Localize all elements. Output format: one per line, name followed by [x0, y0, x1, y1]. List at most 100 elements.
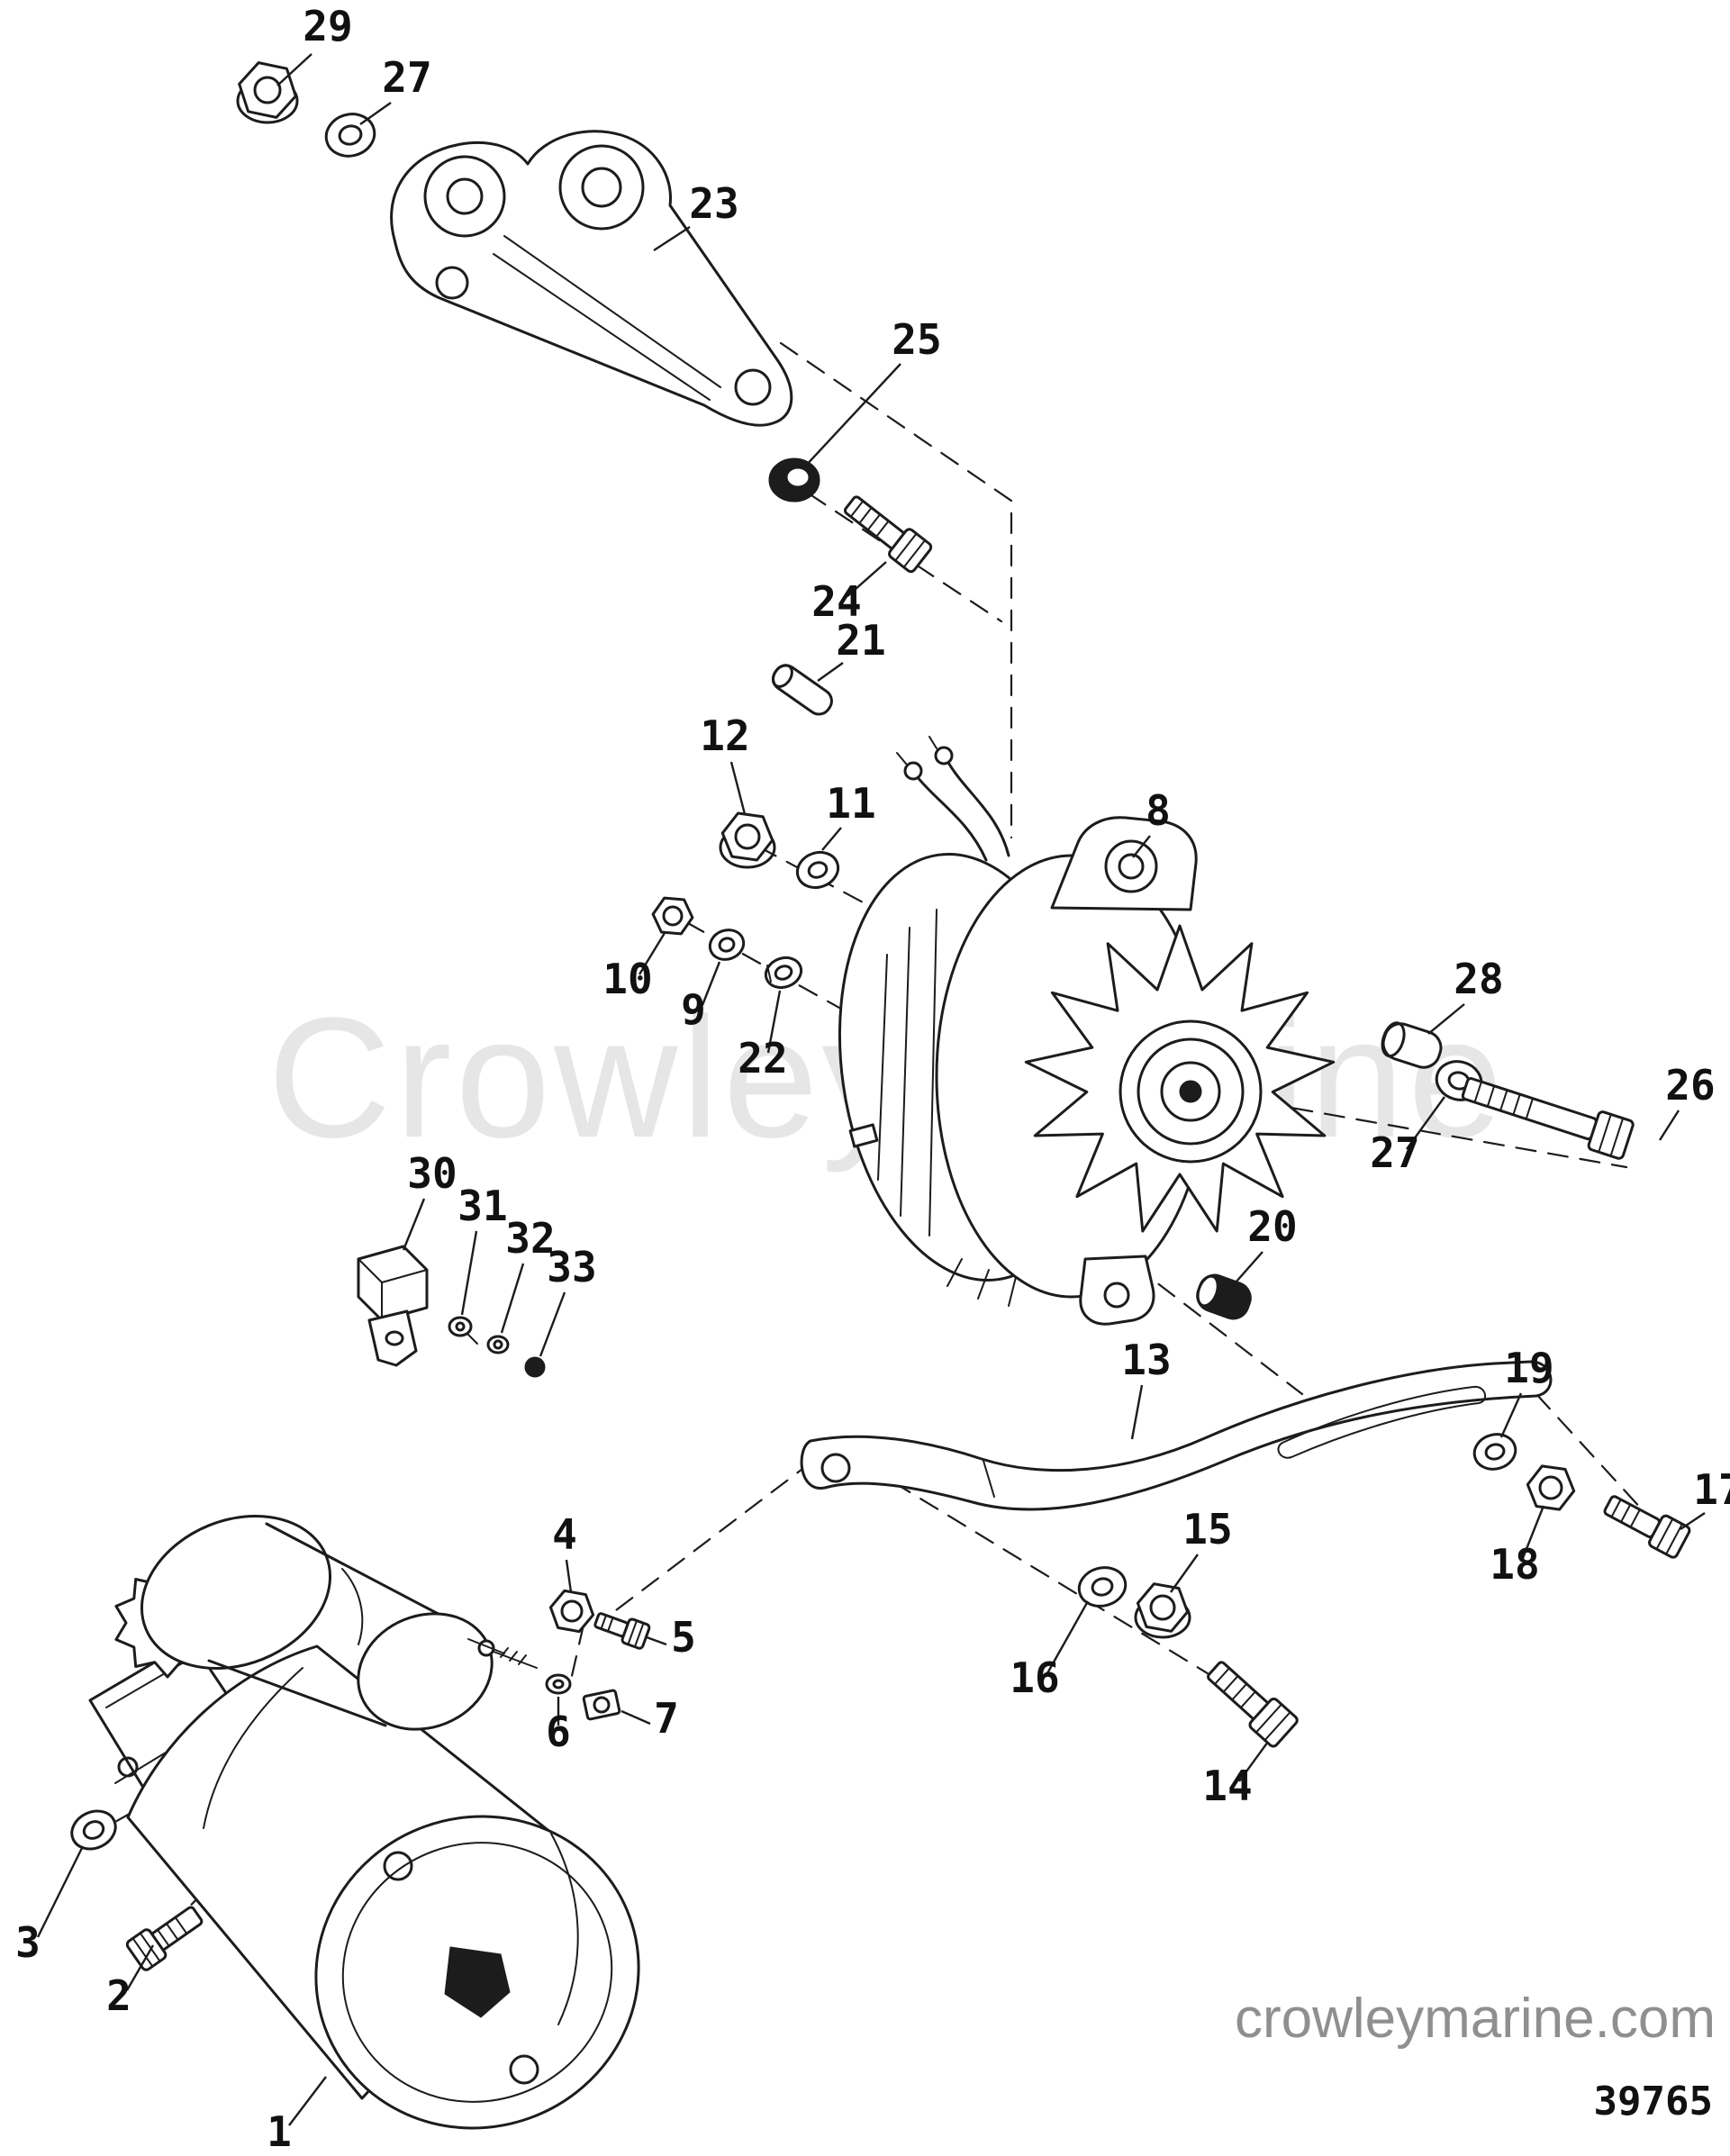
callout-27b[interactable]: 27	[1370, 1128, 1419, 1177]
adjusting-brace-13[interactable]	[800, 1360, 1553, 1511]
washer-19[interactable]	[1471, 1430, 1519, 1474]
mounting-bracket-23[interactable]	[390, 130, 793, 427]
callout-leader-26	[1658, 1110, 1680, 1141]
callout-leader-27b	[1406, 1096, 1445, 1150]
nut-12[interactable]	[719, 811, 776, 869]
screw-32[interactable]	[486, 1335, 510, 1354]
nut-15[interactable]	[1134, 1582, 1191, 1639]
callout-leader-31	[460, 1230, 478, 1316]
callout-leader-19	[1499, 1392, 1523, 1438]
callout-leader-22	[766, 990, 782, 1054]
starter-motor-1[interactable]	[88, 1489, 683, 2156]
callout-7[interactable]: 7	[654, 1694, 679, 1743]
callout-leader-25	[802, 363, 901, 469]
washer-6[interactable]	[545, 1673, 572, 1695]
callout-15[interactable]: 15	[1182, 1505, 1232, 1554]
callout-leader-13	[1130, 1384, 1144, 1440]
callout-leader-4	[565, 1559, 573, 1593]
callout-leader-5	[646, 1635, 667, 1646]
callout-10[interactable]: 10	[602, 955, 652, 1003]
bolt-17[interactable]	[1600, 1489, 1691, 1559]
callout-32[interactable]: 32	[505, 1214, 555, 1263]
bolt-26[interactable]	[1459, 1069, 1635, 1160]
nut-7[interactable]	[582, 1689, 621, 1721]
washer-9[interactable]	[706, 925, 748, 964]
spacer-28[interactable]	[1378, 1019, 1445, 1072]
washer-22[interactable]	[762, 953, 806, 992]
callout-12[interactable]: 12	[700, 711, 749, 760]
flange-nut-29[interactable]	[236, 61, 299, 124]
callout-16[interactable]: 16	[1010, 1653, 1059, 1702]
callout-2[interactable]: 2	[106, 1971, 131, 2020]
callout-leader-3	[36, 1845, 85, 1938]
bolt-14[interactable]	[1201, 1655, 1299, 1748]
callout-layer: 2927232524211211810922282726201319171815…	[15, 2, 1730, 2156]
callout-leader-7	[620, 1709, 651, 1726]
callout-11[interactable]: 11	[826, 779, 875, 828]
callout-20[interactable]: 20	[1247, 1202, 1297, 1251]
callout-28[interactable]: 28	[1454, 955, 1503, 1003]
callout-leader-1	[288, 2076, 327, 2126]
callout-18[interactable]: 18	[1490, 1540, 1539, 1589]
pin-21[interactable]	[768, 661, 836, 719]
washer-27-upper[interactable]	[322, 109, 379, 161]
screw-33[interactable]	[524, 1356, 546, 1378]
callout-27a[interactable]: 27	[382, 53, 431, 102]
callout-leader-21	[817, 662, 844, 682]
callout-3[interactable]: 3	[15, 1918, 41, 1967]
bolt-2[interactable]	[125, 1900, 207, 1971]
callout-8[interactable]: 8	[1146, 786, 1171, 835]
callout-leader-9	[701, 961, 721, 1006]
callout-19[interactable]: 19	[1504, 1344, 1553, 1392]
callout-33[interactable]: 33	[547, 1243, 596, 1291]
callout-6[interactable]: 6	[546, 1708, 571, 1756]
callout-17[interactable]: 17	[1693, 1465, 1730, 1514]
callout-leader-11	[821, 827, 842, 851]
callout-leader-10	[638, 932, 666, 975]
screw-31[interactable]	[448, 1316, 478, 1345]
bolt-5[interactable]	[593, 1608, 651, 1650]
spacer-20[interactable]	[1193, 1271, 1254, 1322]
washer-25[interactable]	[768, 457, 820, 503]
callout-29[interactable]: 29	[303, 2, 352, 50]
callout-24[interactable]: 24	[811, 577, 861, 626]
callout-leader-16	[1046, 1600, 1090, 1674]
callout-leader-14	[1238, 1741, 1269, 1782]
washer-11[interactable]	[793, 847, 843, 892]
callout-leader-24	[847, 561, 887, 597]
nut-10[interactable]	[651, 896, 694, 936]
washer-3[interactable]	[66, 1804, 122, 1855]
alternator-bottom-ear	[1079, 1255, 1155, 1326]
callout-26[interactable]: 26	[1665, 1061, 1715, 1110]
callout-leader-23	[653, 225, 691, 252]
drawing-number: 39765	[1594, 2079, 1713, 2124]
callout-13[interactable]: 13	[1121, 1336, 1171, 1384]
callout-30[interactable]: 30	[407, 1149, 457, 1198]
shift-bracket-30[interactable]	[357, 1245, 429, 1367]
callout-leader-27a	[359, 102, 392, 125]
callout-5[interactable]: 5	[671, 1613, 696, 1662]
callout-14[interactable]: 14	[1202, 1762, 1252, 1810]
washer-16[interactable]	[1074, 1563, 1129, 1611]
callout-21[interactable]: 21	[836, 616, 885, 665]
callout-1[interactable]: 1	[267, 2107, 292, 2156]
callout-22[interactable]: 22	[738, 1034, 787, 1083]
callout-25[interactable]: 25	[892, 315, 941, 364]
callout-leader-17	[1680, 1512, 1706, 1530]
callout-leader-20	[1235, 1251, 1264, 1283]
bolt-24[interactable]	[839, 490, 933, 574]
callout-31[interactable]: 31	[457, 1182, 507, 1230]
callout-leader-32	[500, 1263, 525, 1334]
callout-leader-15	[1170, 1554, 1199, 1593]
callout-9[interactable]: 9	[681, 985, 706, 1034]
nut-18[interactable]	[1526, 1464, 1576, 1511]
alternator-wires	[896, 736, 1010, 862]
callout-leader-30	[402, 1198, 426, 1251]
callout-23[interactable]: 23	[689, 179, 738, 228]
alternator-8[interactable]	[813, 736, 1336, 1326]
callout-4[interactable]: 4	[552, 1510, 577, 1559]
alternator-pulley	[1119, 1019, 1263, 1164]
nut-4[interactable]	[548, 1589, 595, 1634]
